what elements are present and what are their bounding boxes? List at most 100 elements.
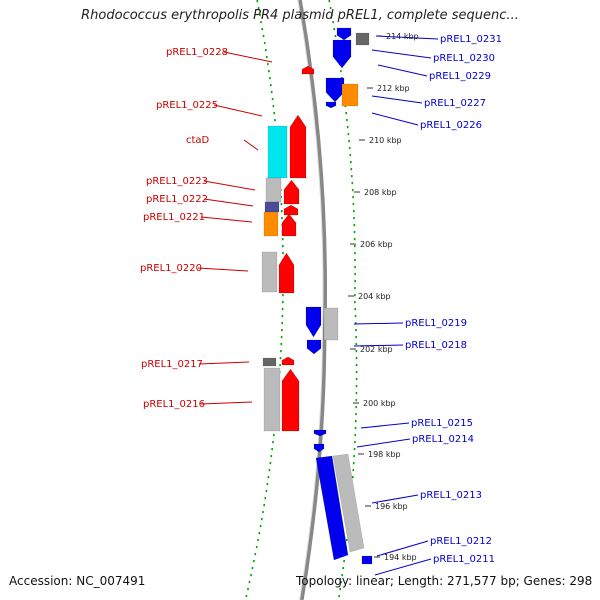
gc-guide-left bbox=[263, 504, 265, 507]
gc-guide-left bbox=[280, 203, 283, 206]
gc-guide-right bbox=[341, 574, 343, 577]
gene-label-leader bbox=[223, 51, 273, 63]
reverse-gene-arrow bbox=[325, 101, 337, 109]
gc-guide-left bbox=[270, 84, 272, 87]
gc-guide-right bbox=[353, 231, 356, 234]
gc-guide-right bbox=[355, 385, 358, 388]
gc-guide-left bbox=[271, 448, 273, 451]
gc-guide-right bbox=[355, 357, 358, 360]
gene-label-reverse: pREL1_0215 bbox=[411, 418, 473, 429]
gc-guide-left bbox=[268, 70, 270, 73]
orange-feature-box bbox=[263, 211, 279, 237]
gc-guide-right bbox=[353, 455, 355, 458]
gc-guide-right bbox=[355, 364, 358, 367]
gc-guide-left bbox=[268, 469, 271, 472]
gene-label-leader bbox=[375, 35, 439, 40]
gc-guide-right bbox=[355, 378, 358, 381]
gene-label-reverse: pREL1_0227 bbox=[424, 98, 486, 109]
kbp-label: 198 kbp bbox=[368, 450, 401, 459]
gene-label-reverse: pREL1_0213 bbox=[420, 490, 482, 501]
gc-guide-right bbox=[354, 287, 356, 290]
cyan-feature-box bbox=[267, 125, 288, 179]
gene-label-forward: pREL1_0216 bbox=[143, 399, 205, 410]
gc-guide-right bbox=[352, 476, 354, 479]
gc-guide-left bbox=[267, 476, 270, 479]
kbp-label: 194 kbp bbox=[384, 553, 417, 562]
gc-guide-left bbox=[272, 441, 274, 444]
gc-guide-left bbox=[265, 490, 268, 493]
gc-guide-left bbox=[248, 581, 251, 584]
gc-guide-left bbox=[254, 553, 257, 556]
gc-guide-right bbox=[352, 462, 355, 465]
gc-guide-right bbox=[355, 336, 357, 339]
gc-guide-right bbox=[355, 350, 358, 353]
gc-guide-left bbox=[247, 588, 249, 591]
gc-guide-right bbox=[353, 210, 355, 213]
gc-guide-left bbox=[271, 98, 274, 101]
gc-guide-right bbox=[349, 154, 352, 157]
gc-guide-right bbox=[348, 147, 351, 150]
gene-label-forward: pREL1_0222 bbox=[146, 194, 208, 205]
gc-guide-left bbox=[272, 105, 275, 108]
gc-guide-right bbox=[355, 371, 358, 374]
gc-guide-right bbox=[354, 273, 356, 276]
gc-guide-right bbox=[355, 343, 358, 346]
gene-label-forward: pREL1_0220 bbox=[140, 263, 202, 274]
gc-guide-right bbox=[339, 588, 341, 591]
gc-guide-right bbox=[354, 301, 356, 304]
gene-label-leader bbox=[198, 361, 250, 365]
gene-label-forward: pREL1_0223 bbox=[146, 176, 208, 187]
gc-guide-left bbox=[257, 539, 259, 542]
gc-guide-left bbox=[282, 245, 284, 248]
gene-label-reverse: pREL1_0229 bbox=[429, 71, 491, 82]
gc-guide-left bbox=[281, 315, 284, 318]
gc-guide-right bbox=[344, 105, 347, 108]
gene-label-leader bbox=[371, 494, 419, 504]
dark-gray-feature-box bbox=[262, 357, 277, 367]
gene-label-leader bbox=[213, 104, 263, 117]
reverse-gene-arrow bbox=[315, 455, 349, 561]
reverse-gene-arrow bbox=[361, 555, 373, 565]
gc-guide-right bbox=[340, 70, 342, 73]
gc-guide-left bbox=[281, 329, 283, 332]
gc-guide-right bbox=[354, 259, 356, 262]
gene-label-reverse: pREL1_0218 bbox=[405, 340, 467, 351]
kbp-label: 196 kbp bbox=[375, 502, 408, 511]
gc-guide-left bbox=[269, 462, 272, 465]
gene-label-leader bbox=[356, 438, 411, 448]
gc-guide-left bbox=[280, 343, 283, 346]
forward-gene-arrow bbox=[278, 252, 295, 294]
forward-gene-arrow bbox=[281, 356, 295, 366]
gc-guide-left bbox=[265, 49, 267, 52]
gene-label-leader bbox=[200, 216, 253, 223]
gene-label-leader bbox=[376, 540, 429, 557]
reverse-gene-arrow bbox=[332, 39, 352, 69]
gc-guide-left bbox=[274, 119, 276, 122]
gene-label-leader bbox=[200, 401, 253, 405]
gc-guide-left bbox=[251, 567, 254, 570]
gc-guide-left bbox=[279, 364, 281, 367]
kbp-label: 206 kbp bbox=[360, 240, 393, 249]
gene-label-leader bbox=[360, 422, 410, 429]
gc-guide-left bbox=[266, 56, 268, 59]
gc-guide-left bbox=[263, 42, 266, 45]
orange-feature-box bbox=[341, 83, 359, 107]
gc-guide-right bbox=[334, 35, 337, 38]
gc-guide-left bbox=[257, 7, 260, 10]
gc-guide-left bbox=[266, 483, 269, 486]
gc-guide-right bbox=[347, 133, 350, 136]
cds-box bbox=[263, 367, 281, 432]
gc-guide-right bbox=[355, 329, 357, 332]
reverse-gene-arrow bbox=[313, 443, 325, 453]
gc-guide-right bbox=[346, 126, 349, 129]
gc-guide-left bbox=[281, 217, 283, 220]
gene-label-leader bbox=[353, 344, 404, 347]
gc-guide-right bbox=[329, 7, 332, 10]
gc-guide-right bbox=[346, 119, 348, 122]
gc-guide-right bbox=[354, 427, 357, 430]
gc-guide-left bbox=[282, 301, 284, 304]
gc-guide-left bbox=[281, 322, 283, 325]
gc-guide-left bbox=[280, 350, 282, 353]
reverse-gene-arrow bbox=[305, 306, 322, 338]
